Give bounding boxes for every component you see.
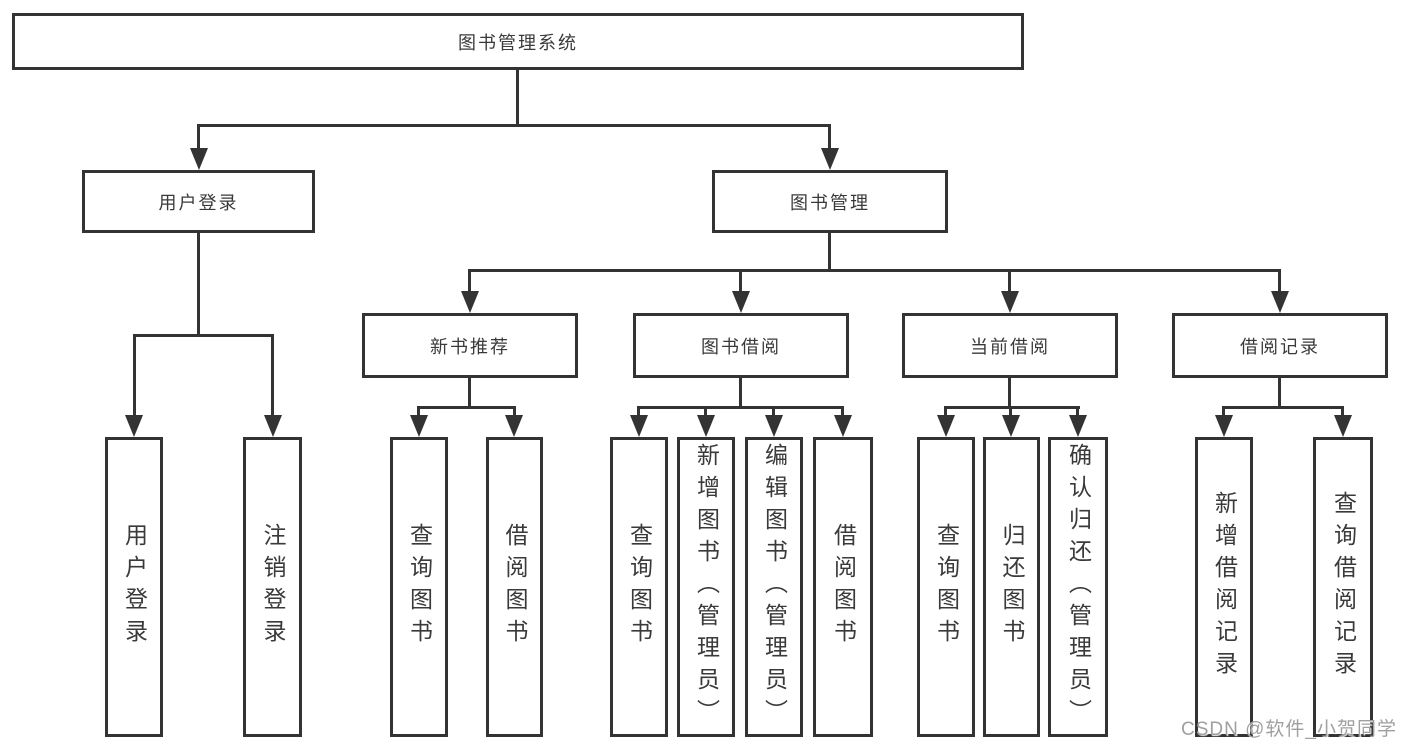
connector-new-book-rail [417,406,516,409]
connector-book-mgmt-drop-2 [739,269,742,294]
leaf-user-login: 用户登录 [105,437,163,737]
node-book-management: 图书管理 [712,170,948,233]
connector-book-mgmt-drop-3 [1008,269,1011,294]
leaf-nb-query-books: 查询图书 [390,437,448,737]
arrowhead-bb-edit-books [765,415,783,437]
leaf-bb-add-books-admin: 新增图书（管理员） [677,437,735,737]
leaf-bb-edit-books-admin: 编辑图书（管理员） [745,437,803,737]
node-user-login: 用户登录 [82,170,315,233]
node-new-book-recommend: 新书推荐 [362,313,578,378]
leaf-br-add-borrow-record: 新增借阅记录 [1195,437,1253,737]
arrowhead-bb-borrow-books [834,415,852,437]
connector-current-borrow-drop-2 [1009,406,1012,418]
connector-book-mgmt-drop-4 [1278,269,1281,294]
connector-current-borrow-stem [1008,378,1011,409]
connector-current-borrow-drop-3 [1076,406,1079,418]
leaf-br-query-borrow-record: 查询借阅记录 [1313,437,1373,737]
connector-borrow-records-drop-2 [1341,406,1344,418]
node-current-borrow: 当前借阅 [902,313,1118,378]
leaf-cb-query-books: 查询图书 [917,437,975,737]
connector-borrow-records-stem [1278,378,1281,409]
arrowhead-to-borrow-records [1271,291,1289,313]
arrowhead-to-user-login [190,148,208,170]
connector-book-mgmt-rail [469,269,1281,272]
arrowhead-to-book-borrow [732,291,750,313]
arrowhead-nb-borrow-books [505,415,523,437]
connector-book-borrow-drop-4 [841,406,844,418]
connector-user-login-drop-1 [133,334,136,417]
connector-current-borrow-drop-1 [944,406,947,418]
csdn-watermark: CSDN @软件_小贺同学 [1181,719,1397,740]
connector-root-rail [197,124,831,127]
connector-book-borrow-drop-1 [637,406,640,418]
connector-root-drop-left [197,124,200,152]
connector-book-mgmt-drop-1 [468,269,471,294]
connector-book-mgmt-stem [828,233,831,272]
leaf-logout-login: 注销登录 [243,437,302,737]
arrowhead-cb-return-books [1002,415,1020,437]
connector-user-login-stem [197,233,200,337]
arrowhead-cb-confirm-return [1069,415,1087,437]
leaf-bb-query-books: 查询图书 [610,437,668,737]
arrowhead-br-add-record [1215,415,1233,437]
arrowhead-to-new-book-recommend [461,291,479,313]
arrowhead-to-leaf-user-login [125,415,143,437]
leaf-nb-borrow-books: 借阅图书 [486,437,543,737]
arrowhead-to-current-borrow [1001,291,1019,313]
arrowhead-cb-query-books [937,415,955,437]
arrowhead-nb-query-books [410,415,428,437]
connector-new-book-drop-1 [417,406,420,418]
connector-current-borrow-rail [944,406,1080,409]
arrowhead-to-book-management [821,148,839,170]
connector-new-book-drop-2 [513,406,516,418]
node-library-management-system: 图书管理系统 [12,13,1024,70]
connector-borrow-records-rail [1222,406,1344,409]
arrowhead-to-leaf-logout [264,415,282,437]
connector-book-borrow-drop-3 [772,406,775,418]
arrowhead-br-query-record [1334,415,1352,437]
connector-user-login-drop-2 [271,334,274,417]
leaf-cb-return-books: 归还图书 [983,437,1040,737]
connector-book-borrow-drop-2 [704,406,707,418]
connector-root-drop-right [828,124,831,152]
leaf-cb-confirm-return-admin: 确认归还（管理员） [1048,437,1108,737]
connector-new-book-stem [468,378,471,409]
arrowhead-bb-query-books [630,415,648,437]
node-borrow-records: 借阅记录 [1172,313,1388,378]
connector-root-stem [516,70,519,124]
node-book-borrow: 图书借阅 [633,313,849,378]
connector-book-borrow-stem [739,378,742,409]
connector-book-borrow-rail [637,406,844,409]
leaf-bb-borrow-books: 借阅图书 [813,437,873,737]
connector-borrow-records-drop-1 [1222,406,1225,418]
arrowhead-bb-add-books [697,415,715,437]
connector-user-login-rail [133,334,274,337]
